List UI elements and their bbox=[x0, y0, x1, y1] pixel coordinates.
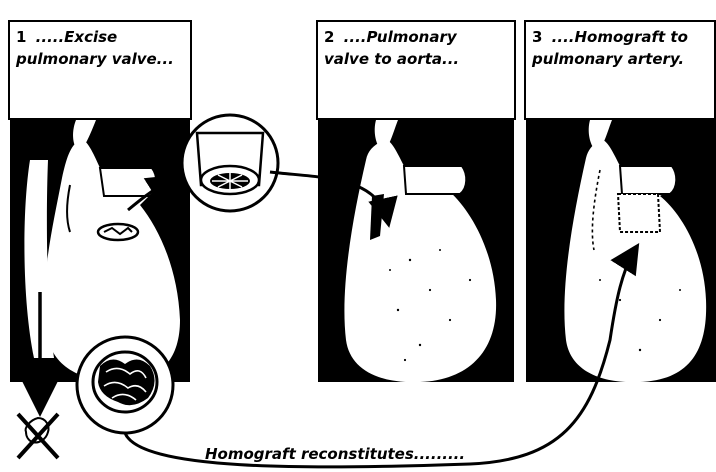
panel-1-caption: 1 .....Excise pulmonary valve... bbox=[8, 20, 192, 120]
panel-2-line-1-text: ....Pulmonary bbox=[344, 28, 457, 46]
discarded-valve-mark bbox=[18, 414, 58, 458]
panel-3-caption-line-2: pulmonary artery. bbox=[532, 48, 708, 70]
panel-3-caption: 3 ....Homograft to pulmonary artery. bbox=[524, 20, 716, 120]
panel-1-number: 1 bbox=[16, 28, 26, 46]
panel-3-number: 3 bbox=[532, 28, 542, 46]
panel-2-caption: 2 ....Pulmonary valve to aorta... bbox=[316, 20, 516, 120]
bottom-caption: Homograft reconstitutes......... bbox=[205, 445, 465, 463]
excised-valve-circle bbox=[182, 115, 278, 211]
panel-2-caption-line-2: valve to aorta... bbox=[324, 48, 508, 70]
panel-3-line-1-text: ....Homograft to bbox=[552, 28, 688, 46]
panel-3-caption-line-1: 3 ....Homograft to bbox=[532, 26, 708, 48]
panel-1-caption-line-1: 1 .....Excise bbox=[16, 26, 184, 48]
homograft-circle bbox=[77, 337, 173, 433]
panel-1-line-1-text: .....Excise bbox=[36, 28, 118, 46]
panel-1-caption-line-2: pulmonary valve... bbox=[16, 48, 184, 70]
panel-2-caption-line-1: 2 ....Pulmonary bbox=[324, 26, 508, 48]
panel-2-number: 2 bbox=[324, 28, 334, 46]
